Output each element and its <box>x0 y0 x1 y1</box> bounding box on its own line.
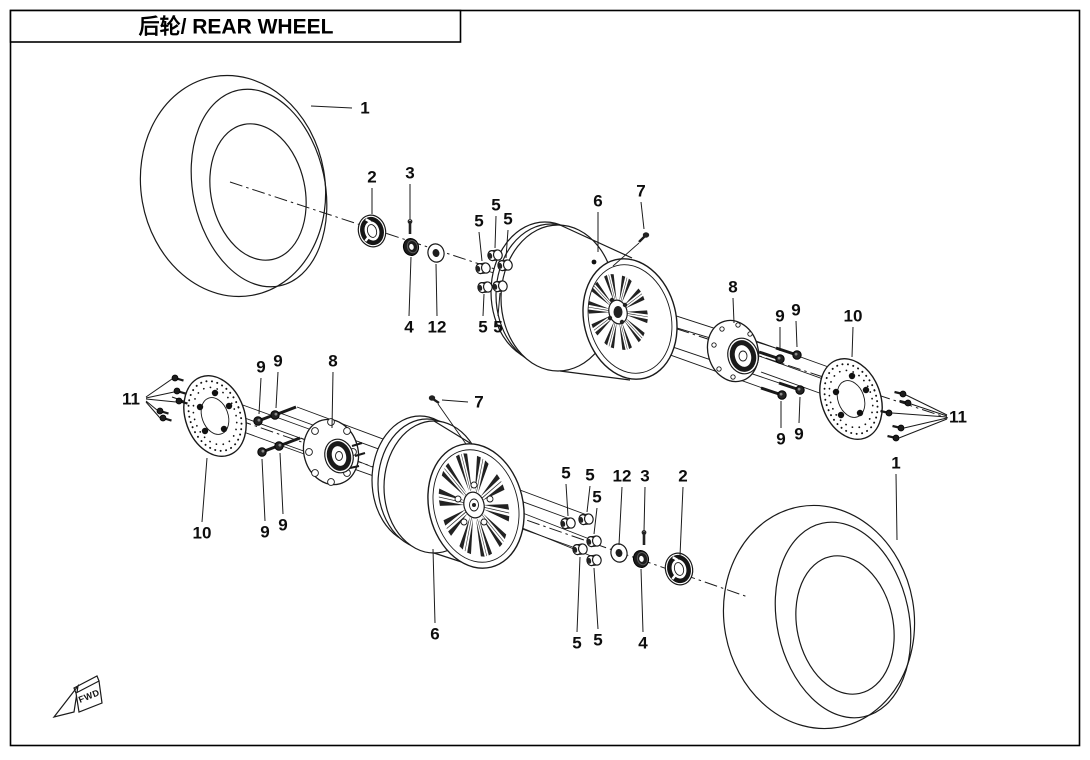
leader-line-part-1 <box>310 105 353 109</box>
leader-line-part-7 <box>441 399 469 403</box>
leader-line-part-11 <box>891 412 948 418</box>
hub-top <box>706 319 760 383</box>
cotter-pin-bottom <box>640 529 648 547</box>
callout-part-5: 5 <box>491 196 500 215</box>
leader-line-part-9 <box>258 377 262 415</box>
leader-line-part-12 <box>435 263 438 317</box>
valve-top <box>612 232 650 267</box>
brake-disc-top <box>819 358 883 440</box>
leader-line-part-4 <box>408 256 412 317</box>
leader-line-part-11 <box>903 417 948 429</box>
callout-part-9: 9 <box>256 358 265 377</box>
fwd-marker: FWD <box>52 675 103 719</box>
leader-line-part-11 <box>898 418 948 439</box>
callout-part-5: 5 <box>592 488 601 507</box>
page-title: 后轮/ REAR WHEEL <box>139 15 334 39</box>
leader-line-part-4 <box>640 568 644 633</box>
leader-line-part-5 <box>586 485 591 513</box>
valve-hole-top <box>591 259 597 265</box>
axis-line-bottom <box>171 396 749 598</box>
callout-part-7: 7 <box>474 393 483 412</box>
callout-part-9: 9 <box>775 307 784 326</box>
leader-line-part-7 <box>640 201 645 230</box>
callout-part-3: 3 <box>405 164 414 183</box>
callout-part-5: 5 <box>561 464 570 483</box>
tire-top <box>139 74 328 298</box>
leader-line-part-1 <box>895 473 898 541</box>
leader-line-part-5 <box>494 215 497 249</box>
leader-line-part-9 <box>798 396 801 424</box>
callout-part-2: 2 <box>678 467 687 486</box>
leader-line-part-11 <box>910 403 948 417</box>
leader-line-part-9 <box>279 452 284 515</box>
title-box <box>9 9 462 43</box>
callout-part-9: 9 <box>278 516 287 535</box>
callout-part-6: 6 <box>593 192 602 211</box>
callout-part-12: 12 <box>428 318 447 337</box>
rim-bottom <box>371 415 525 569</box>
leader-line-part-8 <box>331 371 334 429</box>
leader-line-part-5 <box>593 567 599 630</box>
leader-line-part-9 <box>795 320 798 348</box>
callout-part-3: 3 <box>640 467 649 486</box>
leader-line-part-9 <box>261 458 266 522</box>
leader-line-part-10 <box>201 457 208 523</box>
callout-part-9: 9 <box>794 425 803 444</box>
leader-line-part-5 <box>593 507 598 535</box>
callout-part-8: 8 <box>728 278 737 297</box>
callout-part-6: 6 <box>430 625 439 644</box>
leader-line-part-5 <box>497 292 501 317</box>
callout-part-11: 11 <box>122 390 140 409</box>
callout-part-9: 9 <box>260 523 269 542</box>
callout-part-4: 4 <box>638 634 648 653</box>
leader-line-part-11 <box>145 401 161 419</box>
leader-line-part-5 <box>482 293 485 317</box>
leader-line-part-8 <box>732 297 735 324</box>
callout-part-9: 9 <box>776 430 785 449</box>
leader-line-part-11 <box>905 394 948 416</box>
valve-bottom <box>428 395 467 445</box>
leader-line-part-5 <box>478 231 483 262</box>
callout-part-10: 10 <box>844 307 863 326</box>
brake-disc-bottom <box>183 375 247 457</box>
callout-part-5: 5 <box>572 634 581 653</box>
callout-part-5: 5 <box>478 318 487 337</box>
drawing-border <box>9 9 1081 747</box>
leader-line-part-2 <box>679 486 684 557</box>
callout-part-11: 11 <box>949 408 967 427</box>
callout-part-12: 12 <box>613 467 632 486</box>
leader-line-part-12 <box>618 486 623 546</box>
callout-part-5: 5 <box>503 210 512 229</box>
callout-part-2: 2 <box>367 168 376 187</box>
callout-part-8: 8 <box>328 352 337 371</box>
hub-bottom <box>302 418 366 486</box>
leader-line-part-11 <box>145 400 158 411</box>
callout-part-7: 7 <box>636 182 645 201</box>
leader-line-part-9 <box>275 371 279 409</box>
leader-line-part-6 <box>432 548 436 624</box>
leader-line-part-5 <box>576 556 581 633</box>
leader-line-part-11 <box>145 391 175 399</box>
callout-part-10: 10 <box>193 524 212 543</box>
callout-part-5: 5 <box>474 212 483 231</box>
tire-bottom <box>722 504 916 730</box>
callout-part-9: 9 <box>273 352 282 371</box>
leader-line-part-3 <box>643 486 646 533</box>
leader-line-part-5 <box>505 229 509 259</box>
callout-part-5: 5 <box>585 466 594 485</box>
callout-part-4: 4 <box>404 318 414 337</box>
cotter-pin-top <box>406 218 414 236</box>
leader-line-part-5 <box>565 483 569 517</box>
callout-part-1: 1 <box>891 454 900 473</box>
leader-line-part-10 <box>851 326 854 358</box>
callout-part-5: 5 <box>493 318 502 337</box>
rim-top <box>490 221 678 381</box>
leader-line-part-11 <box>145 378 173 398</box>
callout-part-5: 5 <box>593 631 602 650</box>
callout-part-9: 9 <box>791 301 800 320</box>
callout-part-1: 1 <box>360 99 369 118</box>
leader-line-part-11 <box>145 398 177 403</box>
